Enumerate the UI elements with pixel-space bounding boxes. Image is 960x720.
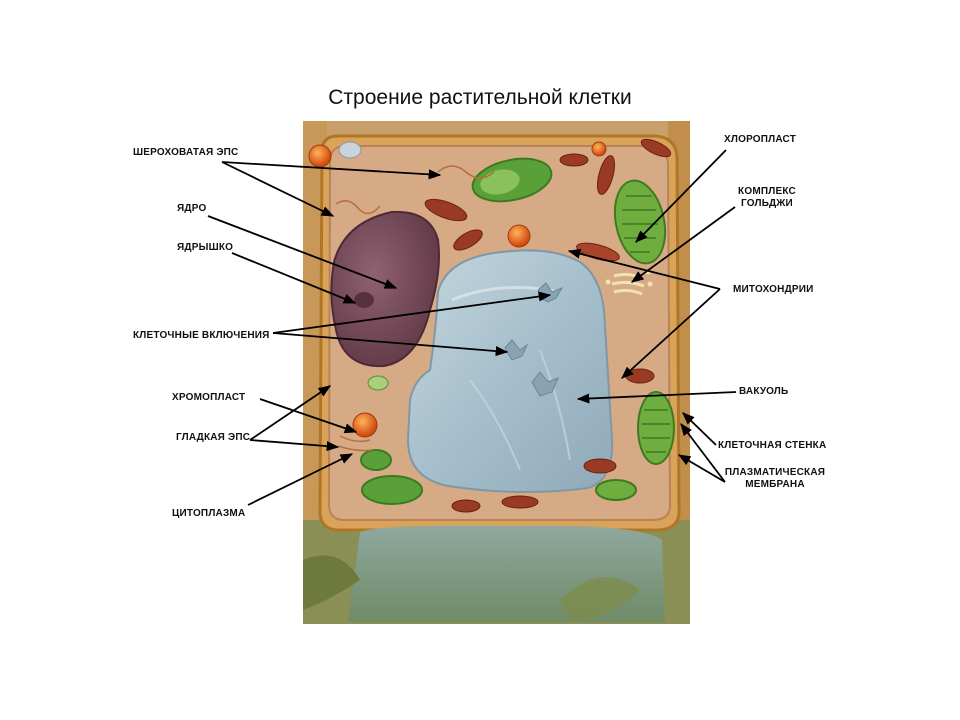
label-inclusions: КЛЕТОЧНЫЕ ВКЛЮЧЕНИЯ [133,330,270,341]
mitochondrion [640,138,672,158]
leader-cytoplasm [247,453,354,506]
chromoplast [308,144,332,168]
leader-cell-wall [682,412,717,446]
leader-mitochondria-2 [621,288,721,379]
chloroplast [595,479,637,501]
chloroplast [613,179,667,265]
label-cell-wall: КЛЕТОЧНАЯ СТЕНКА [718,440,827,451]
vacuole [406,249,614,494]
label-vacuole: ВАКУОЛЬ [739,386,789,397]
chloroplast [637,391,675,465]
mitochondrion [559,153,589,167]
mitochondrion [453,229,483,251]
label-membrane-line-2: МЕМБРАНА [745,479,805,490]
label-chloroplast: ХЛОРОПЛАСТ [724,134,797,145]
label-mitochondria: МИТОХОНДРИИ [733,284,814,295]
mitochondrion [501,495,539,509]
label-membrane-line-1: ПЛАЗМАТИЧЕСКАЯ [724,467,826,478]
label-nucleus: ЯДРО [177,203,207,214]
nucleus [330,210,440,368]
label-nucleolus: ЯДРЫШКО [177,242,234,253]
nucleolus [354,292,374,308]
leader-mitochondria-1 [567,248,721,290]
label-rough-er: ШЕРОХОВАТАЯ ЭПС [133,147,239,158]
leader-rough-er-2 [221,161,335,217]
cell-illustration [303,121,690,624]
leader-inclusions-2 [272,332,509,357]
chloroplast [361,475,423,505]
leader-smooth-er-2 [249,439,340,452]
leader-nucleus [207,215,398,289]
leader-vacuole [576,391,737,404]
chromoplast [507,224,531,248]
label-smooth-er: ГЛАДКАЯ ЭПС [176,432,251,443]
leader-nucleolus [231,252,357,304]
leader-membrane-2 [677,454,726,483]
label-cytoplasm: ЦИТОПЛАЗМА [172,508,246,519]
mitochondrion [451,499,481,513]
label-membrane: ПЛАЗМАТИЧЕСКАЯ МЕМБРАНА [718,467,832,491]
chromoplast [591,141,607,157]
rough-er [437,165,495,179]
label-golgi-line-1: КОМПЛЕКС [738,186,796,197]
rough-er [335,200,381,215]
label-golgi-line-2: ГОЛЬДЖИ [741,198,793,209]
leader-golgi [630,206,736,283]
crystal-inclusion [531,371,559,397]
leader-chromoplast [259,398,358,434]
golgi-complex [605,269,653,296]
mitochondrion [424,198,468,222]
leader-lines [207,149,737,506]
chloroplast [360,449,392,471]
leader-membrane-1 [680,422,726,483]
label-golgi: КОМПЛЕКС ГОЛЬДЖИ [731,186,803,210]
chromoplast [352,412,378,438]
chloroplast [367,375,389,391]
mitochondrion [596,155,616,195]
leader-rough-er-1 [221,161,442,180]
mitochondrion [583,458,617,474]
leucoplast [338,141,362,159]
leader-smooth-er-1 [249,385,332,441]
leader-inclusions-1 [272,291,552,334]
smooth-er [337,435,373,452]
diagram-title: Строение растительной клетки [328,86,632,109]
crystal-inclusion [504,339,529,361]
leader-chloroplast [635,149,727,243]
label-chromoplast: ХРОМОПЛАСТ [172,392,246,403]
